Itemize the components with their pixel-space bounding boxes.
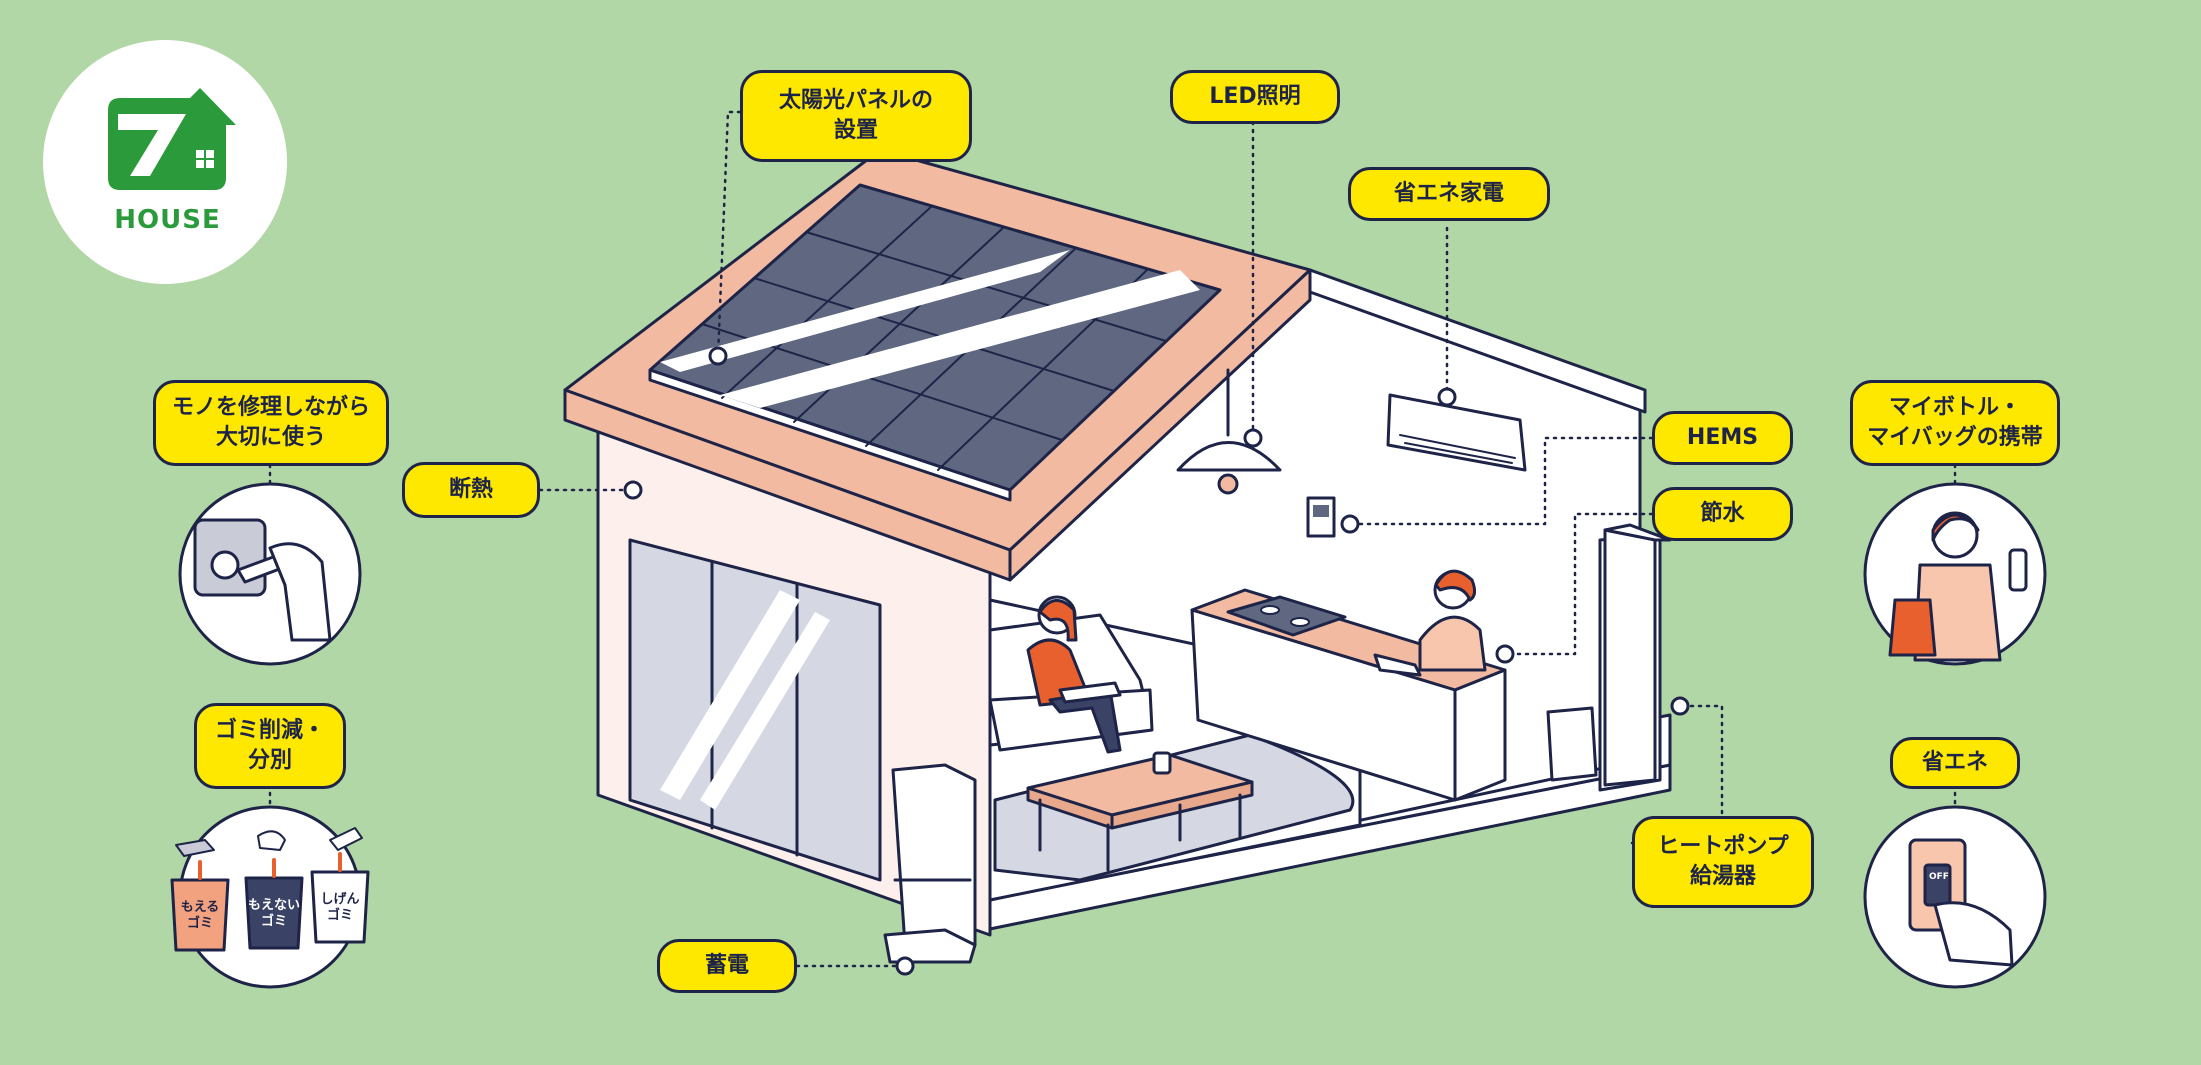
label-hems: HEMS xyxy=(1652,411,1793,465)
label-repair: モノを修理しながら 大切に使う xyxy=(153,380,389,466)
label-waste: ゴミ削減・ 分別 xyxy=(194,703,346,789)
solar-panel xyxy=(648,183,1222,502)
trash-bins xyxy=(170,827,370,952)
label-storage: 蓄電 xyxy=(657,939,797,993)
label-appliances: 省エネ家電 xyxy=(1348,167,1550,221)
label-led: LED照明 xyxy=(1170,70,1340,124)
label-my-bottle: マイボトル・ マイバッグの携帯 xyxy=(1850,380,2060,466)
hems-panel xyxy=(1306,496,1336,538)
my-bottle-illustration xyxy=(1863,482,2047,666)
label-insulation: 断熱 xyxy=(402,462,540,518)
sofa-person xyxy=(1026,595,1122,754)
label-heat-pump: ヒートポンプ 給湯器 xyxy=(1632,816,1814,908)
anchor-dots xyxy=(623,346,1690,976)
logo-house-text: HOUSE xyxy=(114,205,221,235)
kitchen-trash-can xyxy=(1546,706,1598,782)
kitchen-person xyxy=(1373,569,1487,677)
switch-illustration xyxy=(1863,805,2047,989)
storage-battery xyxy=(883,763,977,964)
label-energy-saving: 省エネ xyxy=(1890,737,2020,789)
pendant-lamp xyxy=(1176,368,1282,495)
air-conditioner xyxy=(1386,393,1527,472)
repair-illustration xyxy=(178,482,362,666)
trash-label-burnable: もえる ゴミ xyxy=(180,900,220,931)
heat-pump xyxy=(1603,523,1672,787)
label-water-saving: 節水 xyxy=(1652,487,1793,541)
kitchen-counter xyxy=(1190,588,1507,802)
coffee-table xyxy=(1026,751,1254,872)
trash-label-recyclable: しげん ゴミ xyxy=(320,892,360,923)
leader-lines xyxy=(268,110,1957,968)
label-solar-panel: 太陽光パネルの 設置 xyxy=(740,70,972,162)
switch-off-label: OFF xyxy=(1929,872,1949,882)
gz-house-logo xyxy=(43,40,287,284)
trash-label-nonburnable: もえない ゴミ xyxy=(247,898,300,929)
left-wall xyxy=(596,428,992,937)
